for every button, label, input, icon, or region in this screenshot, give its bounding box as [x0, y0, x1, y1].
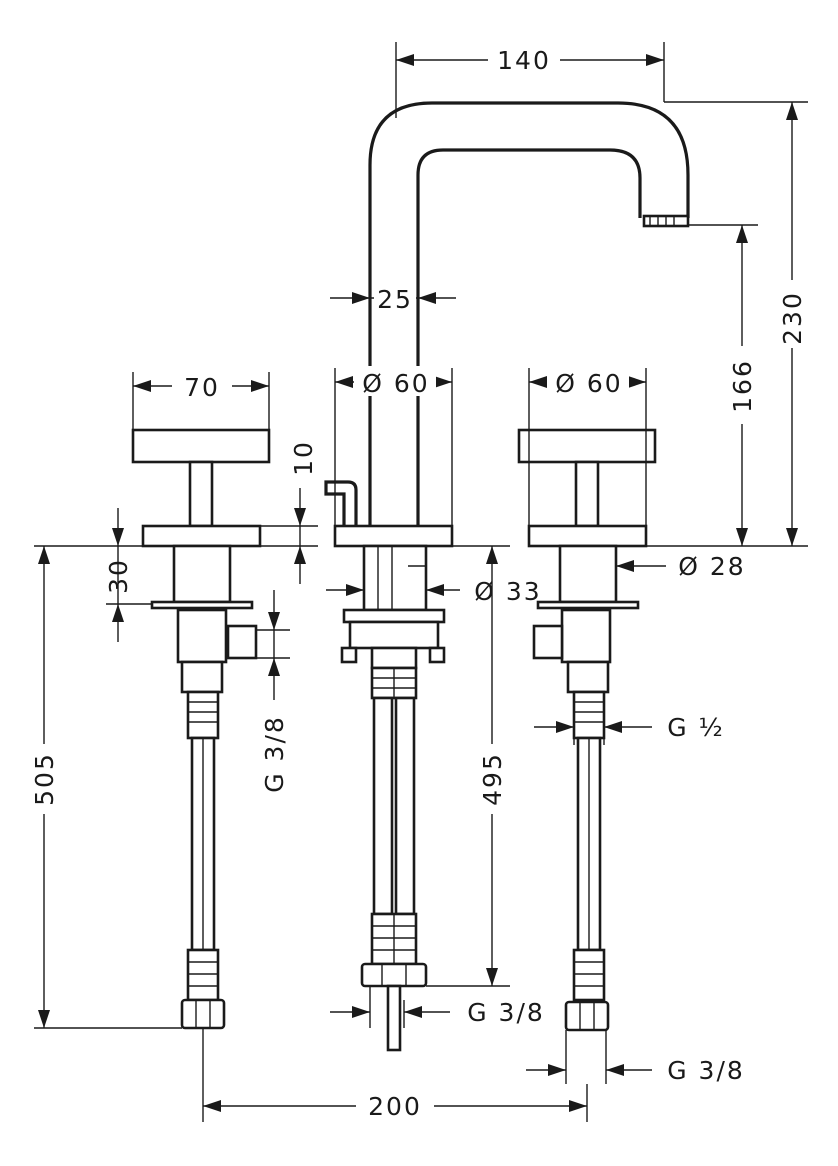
right-valve — [517, 428, 657, 1032]
dim-handle-base-diameter: Ø 60 — [555, 369, 622, 398]
dimension-labels: 140 230 166 25 Ø 60 Ø 60 70 10 30 Ø 28 Ø… — [28, 44, 808, 1122]
dim-rosette-thickness: 10 — [289, 440, 318, 476]
spout — [324, 101, 690, 525]
dim-overall-hose-length-center: 495 — [478, 752, 507, 806]
dim-handle-width: 70 — [184, 373, 220, 402]
dim-spout-reach: 140 — [497, 46, 551, 75]
dim-handle-spread: 200 — [368, 1092, 422, 1121]
center-mount — [333, 524, 454, 1052]
dim-right-hose-connection: G 3/8 — [667, 1056, 745, 1085]
dim-center-hose-connection: G 3/8 — [467, 998, 545, 1027]
dim-spout-pipe-diameter: 25 — [377, 285, 413, 314]
dim-body-diameter: Ø 28 — [678, 552, 745, 581]
dim-outlet-height: 166 — [728, 359, 757, 413]
dim-shank-diameter: Ø 33 — [474, 577, 541, 606]
dim-spout-base-diameter: Ø 60 — [362, 369, 429, 398]
dim-left-valve-connection: G 3/8 — [260, 715, 289, 793]
dim-overall-hose-length-left: 505 — [30, 752, 59, 806]
left-valve — [131, 428, 271, 1030]
dim-right-valve-connection: G ½ — [667, 713, 725, 742]
dim-spout-height: 230 — [778, 291, 807, 345]
dim-body-height: 30 — [104, 558, 133, 594]
